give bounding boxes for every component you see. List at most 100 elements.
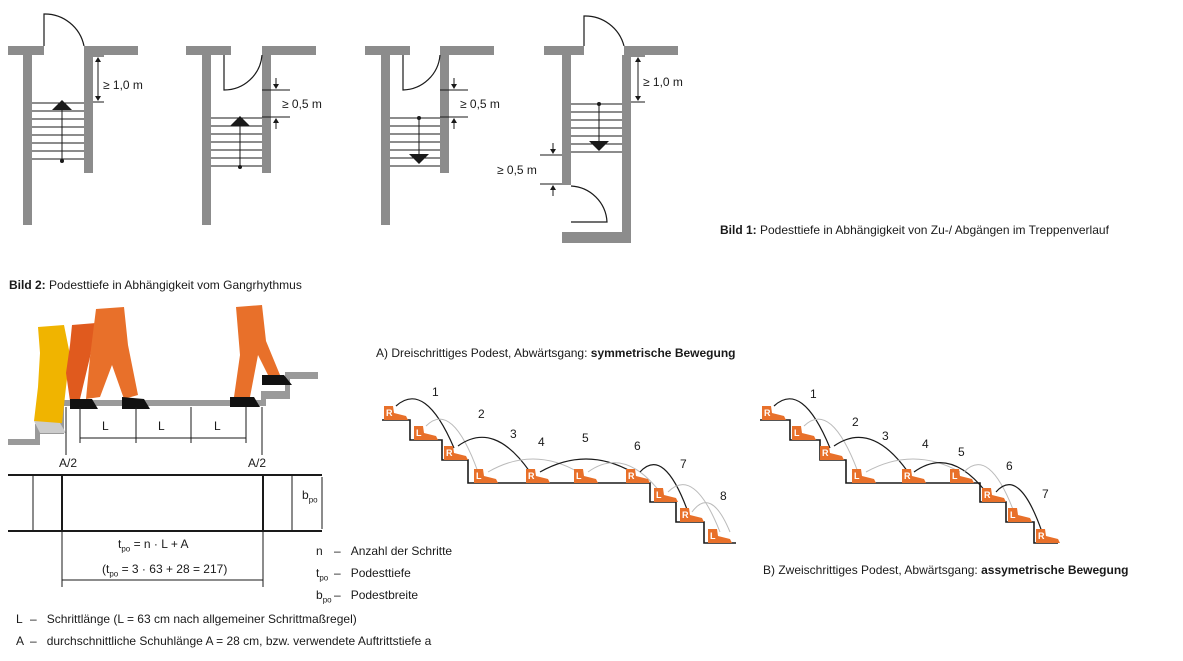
- diagram-a-shoe-3-letter: R: [446, 448, 453, 458]
- dim-label-plan1: ≥ 1,0 m: [103, 78, 143, 92]
- diagram-b-step-arc-7: [995, 484, 1043, 533]
- bild1-caption-text: Podesttiefe in Abhängigkeit von Zu-/ Abg…: [756, 223, 1109, 237]
- half-a-left: A/2: [59, 456, 78, 470]
- diagram-b-step-number-2: 2: [852, 415, 859, 429]
- leg-yellow: [34, 325, 70, 433]
- diagram-b-shoe-3-letter: R: [822, 448, 829, 458]
- half-a-right: A/2: [248, 456, 267, 470]
- stair-plan-1: [8, 13, 138, 225]
- definition-L: L– Schrittlänge (L = 63 cm nach allgemei…: [16, 612, 357, 626]
- diagram-b-shoe-3: R: [820, 446, 844, 460]
- diagram-b-shoe-7-letter: R: [984, 490, 991, 500]
- diagram-a-shoe-7-letter: R: [628, 471, 635, 481]
- step-dimensions: [65, 407, 263, 455]
- diagram-b-shoe-1: R: [762, 406, 786, 420]
- diagram-a-shoe-10-letter: L: [710, 531, 716, 541]
- diagram-b-step-arc-3: [833, 436, 909, 473]
- diagram-b-step-arc-2: [803, 418, 859, 473]
- diagram-a-caption-bold: symmetrische Bewegung: [590, 346, 736, 360]
- dim-label-plan4-top: ≥ 1,0 m: [643, 75, 683, 89]
- legend-bpo-dash: –: [334, 588, 341, 602]
- definition-L-text: Schrittlänge (L = 63 cm nach allgemeiner…: [46, 612, 357, 626]
- bild1-caption: Bild 1: Podesttiefe in Abhängigkeit von …: [720, 223, 1109, 237]
- diagram-b-shoe-5: R: [902, 469, 926, 483]
- example-sub: po: [109, 569, 119, 579]
- diagram-b-step-arc-5: [913, 462, 987, 493]
- diagram-b-step-number-4: 4: [922, 437, 929, 451]
- diagram-b-step-arc-6: [963, 464, 1015, 513]
- diagram-a-shoe-1-letter: R: [386, 408, 393, 418]
- diagram-b-shoe-5-letter: R: [904, 471, 911, 481]
- dim-label-plan3: ≥ 0,5 m: [460, 97, 500, 111]
- definition-L-sym: L: [16, 612, 23, 626]
- diagram-a-step-arc-3: [457, 436, 531, 473]
- diagram-b-step-number-1: 1: [810, 387, 817, 401]
- diagram-a-shoe-6-letter: L: [576, 471, 582, 481]
- bild2-caption-text: Podesttiefe in Abhängigkeit vom Gangrhyt…: [45, 278, 302, 292]
- diagram-b-caption-bold: assymetrische Bewegung: [981, 563, 1129, 577]
- b-po-label: bpo: [302, 488, 318, 504]
- diagram-b-step-arc-4: [865, 458, 961, 473]
- diagram-a-shoe-8: L: [654, 488, 678, 502]
- formula-sub: po: [121, 544, 131, 554]
- diagram-a-caption-text: A) Dreischrittiges Podest, Abwärtsgang:: [376, 346, 591, 360]
- diagram-a-step-arc-7: [639, 464, 689, 513]
- stair-plan-4: [540, 15, 678, 243]
- definition-A: A– durchschnittliche Schuhlänge A = 28 c…: [16, 634, 431, 648]
- diagram-b-step-number-7: 7: [1042, 487, 1049, 501]
- diagram-b-shoe-9: R: [1036, 529, 1060, 543]
- diagram-a-shoe-6: L: [574, 469, 598, 483]
- diagram-a-shoe-2: L: [414, 426, 438, 440]
- diagram-a-step-arc-6: [587, 462, 661, 493]
- diagram-a-step-arc-8: [667, 484, 721, 533]
- landing-plan: [8, 474, 323, 587]
- diagram-a-step-arc-5: [539, 458, 633, 473]
- diagram-a-step-number-7: 7: [680, 457, 687, 471]
- diagram-b-shoe-8: L: [1008, 508, 1032, 522]
- diagram-a-shoe-4: L: [474, 469, 498, 483]
- diagram-b-shoe-6-letter: L: [952, 471, 958, 481]
- diagram-a-shoe-3: R: [444, 446, 468, 460]
- diagram-b-step-arc-1: [773, 398, 831, 449]
- dim-label-plan4-bottom: ≥ 0,5 m: [497, 163, 537, 177]
- diagram-a-shoe-4-letter: L: [476, 471, 482, 481]
- diagram-a-step-arc-4: [487, 458, 579, 473]
- formula: tpo = n · L + A: [118, 537, 189, 553]
- diagram-a-step-number-3: 3: [510, 427, 517, 441]
- diagram-a-shoe-5-letter: R: [528, 471, 535, 481]
- example-open: (t: [102, 562, 110, 576]
- step-label-2: L: [158, 419, 165, 433]
- diagram-a-shoe-5: R: [526, 469, 550, 483]
- diagram-b-shoe-7: R: [982, 488, 1006, 502]
- step-label-3: L: [214, 419, 221, 433]
- diagram-a-shoe-7: R: [626, 469, 650, 483]
- legend-bpo-text: Podestbreite: [350, 588, 419, 602]
- diagram-b-shoe-1-letter: R: [764, 408, 771, 418]
- diagram-a-step-arc-1: [395, 398, 455, 449]
- definition-A-text: durchschnittliche Schuhlänge A = 28 cm, …: [46, 634, 432, 648]
- legend-n-sym: n: [316, 544, 323, 558]
- bild2-caption-bold: Bild 2:: [9, 278, 46, 292]
- diagram-b-shoe-4-letter: L: [854, 471, 860, 481]
- diagram-a-caption: A) Dreischrittiges Podest, Abwärtsgang: …: [376, 346, 735, 360]
- definition-A-dash: –: [30, 634, 37, 648]
- bild1-caption-bold: Bild 1:: [720, 223, 757, 237]
- legend-tpo: tpo– Podesttiefe: [316, 566, 411, 582]
- legend-n: n– Anzahl der Schritte: [316, 544, 452, 558]
- diagram-b-step-number-5: 5: [958, 445, 965, 459]
- legend-tpo-dash: –: [334, 566, 341, 580]
- diagram-a-step-number-2: 2: [478, 407, 485, 421]
- b-po-main: b: [302, 488, 309, 502]
- leg-orange-1: [66, 307, 150, 409]
- diagram-a-step-number-8: 8: [720, 489, 727, 503]
- diagram-b-shoe-2-letter: L: [794, 428, 800, 438]
- dim-label-plan2: ≥ 0,5 m: [282, 97, 322, 111]
- diagram-a-step-number-4: 4: [538, 435, 545, 449]
- legend-tpo-text: Podesttiefe: [350, 566, 411, 580]
- leg-orange-2: [230, 305, 292, 407]
- diagram-b-shoe-4: L: [852, 469, 876, 483]
- diagram-b-shoe-6: L: [950, 469, 974, 483]
- bild2-caption: Bild 2: Podesttiefe in Abhängigkeit vom …: [9, 278, 302, 292]
